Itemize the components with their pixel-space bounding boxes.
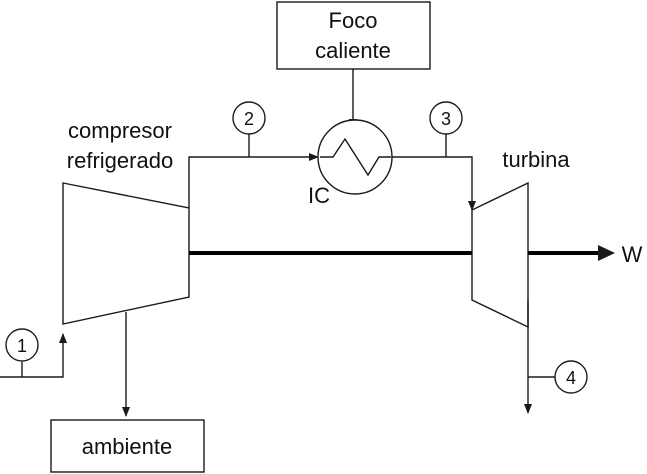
compressor-label-line2: refrigerado bbox=[67, 148, 173, 173]
ambient-block: ambiente bbox=[50, 419, 205, 473]
turbine-label: turbina bbox=[502, 147, 570, 172]
flow-3-arrow bbox=[392, 156, 476, 211]
compressor-label-line1: compresor bbox=[68, 118, 172, 143]
state-4-marker bbox=[554, 360, 588, 394]
hot-source-block: Foco caliente bbox=[276, 1, 431, 70]
state-3-marker bbox=[429, 101, 463, 135]
ambient-label: ambiente bbox=[82, 434, 173, 459]
work-output-arrowhead bbox=[598, 245, 615, 261]
state-4-label: 4 bbox=[566, 368, 576, 388]
inlet-flow-arrow bbox=[0, 333, 67, 378]
hot-source-label-line2: caliente bbox=[315, 38, 391, 63]
heat-exchanger-coil bbox=[320, 137, 391, 177]
state-3-label: 3 bbox=[441, 109, 451, 129]
work-label: W bbox=[622, 242, 643, 267]
flow-2-arrow bbox=[188, 153, 319, 208]
compressor-shape bbox=[62, 182, 190, 325]
state-1-label: 1 bbox=[17, 336, 27, 356]
state-2-marker bbox=[232, 101, 266, 135]
turbine-shape bbox=[471, 181, 529, 329]
heat-exchanger-label: IC bbox=[308, 183, 330, 208]
hot-source-label-line1: Foco bbox=[329, 8, 378, 33]
state-2-label: 2 bbox=[244, 109, 254, 129]
state-1-marker bbox=[5, 328, 39, 362]
